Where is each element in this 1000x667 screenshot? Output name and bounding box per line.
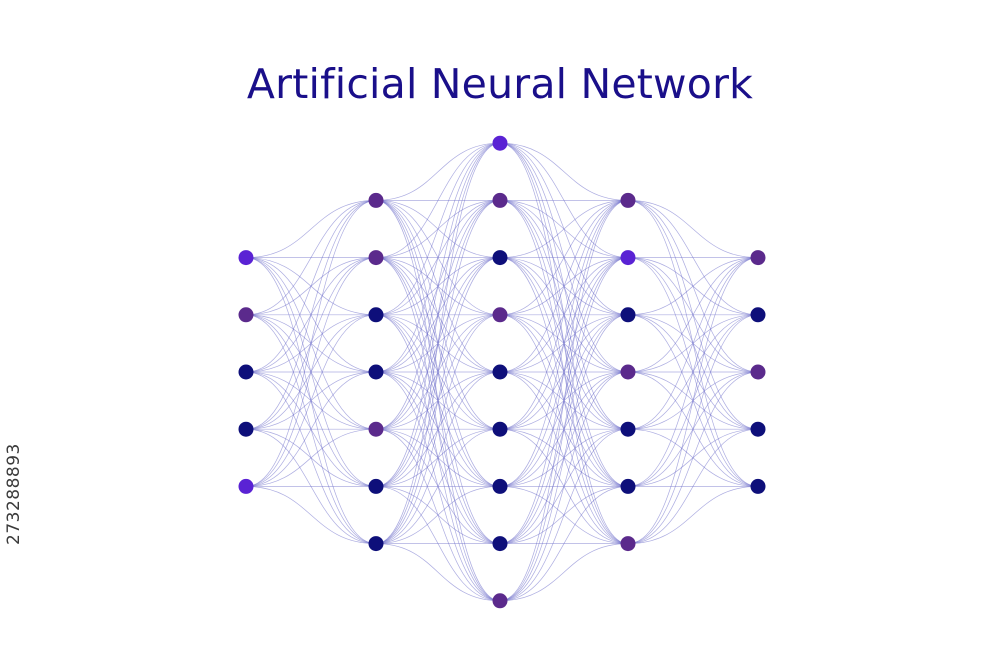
connection-4-7-3	[627, 371, 759, 544]
connection-4-7-1	[627, 257, 759, 544]
connection-2-7-9	[375, 543, 501, 602]
neuron-layer3-7	[492, 478, 508, 494]
connection-2-6-1	[375, 142, 501, 487]
image-id-text: 273288893	[4, 443, 24, 545]
connection-3-9-4	[499, 371, 629, 602]
connection-3-7-1	[499, 200, 629, 487]
neuron-layer5-4	[750, 421, 766, 437]
neuron-layer4-3	[620, 307, 636, 323]
neuron-layer1-5	[238, 478, 254, 494]
connections	[245, 142, 759, 602]
neuron-layer3-6	[492, 421, 508, 437]
connection-3-9-5	[499, 428, 629, 602]
connection-4-3-1	[627, 257, 759, 316]
neuron-layer2-4	[368, 364, 384, 380]
connection-2-4-1	[375, 142, 501, 373]
neuron-layer4-5	[620, 421, 636, 437]
neuron-layer4-1	[620, 192, 636, 208]
neuron-layer4-4	[620, 364, 636, 380]
connection-3-9-6	[499, 486, 629, 602]
neuron-layer2-5	[368, 421, 384, 437]
connection-1-5-2	[245, 257, 377, 487]
connection-4-6-1	[627, 257, 759, 487]
connection-1-5-5	[245, 428, 377, 487]
neuron-layer1-3	[238, 364, 254, 380]
neuron-layer4-6	[620, 478, 636, 494]
connection-4-7-5	[627, 486, 759, 544]
connection-3-9-7	[499, 543, 629, 602]
connection-1-3-1	[245, 200, 377, 373]
neuron-layer4-2	[620, 250, 636, 266]
neuron-layer2-2	[368, 250, 384, 266]
connection-2-7-7	[375, 486, 501, 544]
connection-1-2-1	[245, 200, 377, 316]
connection-3-8-1	[499, 200, 629, 544]
neuron-layer5-3	[750, 364, 766, 380]
neuron-layer3-9	[492, 593, 508, 609]
connection-2-3-1	[375, 142, 501, 316]
neuron-layer3-4	[492, 307, 508, 323]
connection-3-9-1	[499, 200, 629, 602]
connection-1-5-3	[245, 314, 377, 487]
connection-4-5-1	[627, 257, 759, 430]
connection-3-4-1	[499, 200, 629, 316]
connection-1-5-4	[245, 371, 377, 487]
connection-2-1-1	[375, 142, 501, 201]
connection-4-1-1	[627, 200, 759, 258]
connection-1-5-7	[245, 486, 377, 544]
neurons	[238, 135, 766, 609]
connection-3-5-1	[499, 200, 629, 373]
neuron-layer5-1	[750, 250, 766, 266]
connection-1-4-1	[245, 200, 377, 430]
connection-4-7-4	[627, 428, 759, 544]
neuron-layer2-7	[368, 536, 384, 552]
connection-2-7-1	[375, 142, 501, 544]
connection-2-7-2	[375, 200, 501, 544]
connection-3-3-1	[499, 200, 629, 258]
connection-2-7-5	[375, 371, 501, 544]
neuron-layer3-2	[492, 192, 508, 208]
neuron-layer2-1	[368, 192, 384, 208]
connection-3-6-1	[499, 200, 629, 430]
neuron-layer3-5	[492, 364, 508, 380]
connection-1-5-1	[245, 200, 377, 487]
connection-3-9-3	[499, 314, 629, 602]
connection-3-1-1	[499, 142, 629, 201]
connection-2-5-1	[375, 142, 501, 430]
connection-4-7-2	[627, 314, 759, 544]
connection-2-7-6	[375, 428, 501, 544]
diagram-title: Artificial Neural Network	[246, 60, 754, 108]
neuron-layer1-1	[238, 250, 254, 266]
neuron-layer3-1	[492, 135, 508, 151]
neuron-layer1-4	[238, 421, 254, 437]
neuron-layer5-5	[750, 478, 766, 494]
connection-1-1-1	[245, 200, 377, 258]
neuron-layer1-2	[238, 307, 254, 323]
neuron-layer3-8	[492, 536, 508, 552]
connection-2-2-1	[375, 142, 501, 258]
neuron-layer4-7	[620, 536, 636, 552]
neuron-layer2-6	[368, 478, 384, 494]
neuron-layer5-2	[750, 307, 766, 323]
connection-2-7-4	[375, 314, 501, 544]
connection-4-4-1	[627, 257, 759, 373]
neuron-layer2-3	[368, 307, 384, 323]
neuron-layer3-3	[492, 250, 508, 266]
connection-2-7-3	[375, 257, 501, 544]
connection-3-9-2	[499, 257, 629, 602]
